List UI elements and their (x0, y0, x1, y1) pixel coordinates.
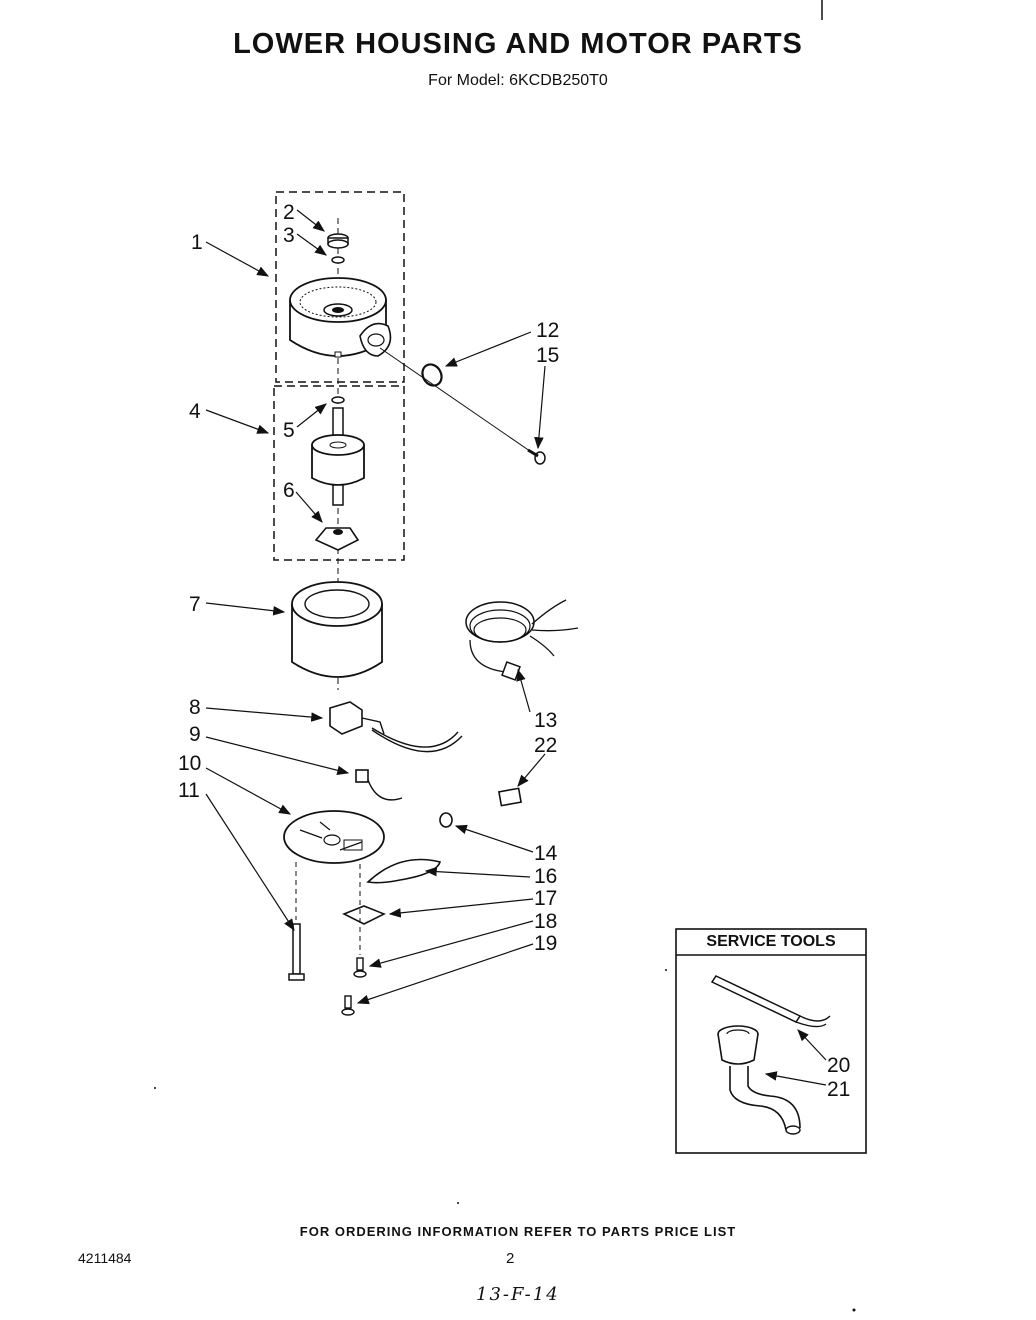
callout-7: 7 (189, 593, 201, 616)
power-cord-part (465, 599, 579, 681)
callout-12: 12 (536, 319, 559, 342)
callout-20: 20 (827, 1054, 850, 1077)
callout-14: 14 (534, 842, 558, 865)
leader-arrows (205, 209, 546, 1005)
washer-part (331, 256, 345, 264)
bearing-part (327, 233, 349, 249)
callout-9: 9 (189, 723, 201, 746)
plate-screw-part (353, 957, 367, 978)
callout-17: 17 (534, 887, 557, 910)
page-title: LOWER HOUSING AND MOTOR PARTS (233, 28, 803, 60)
cord-clamp-part (439, 812, 453, 828)
callout-10: 10 (178, 752, 201, 775)
wire-nut-part (498, 787, 522, 807)
service-leaders (764, 1029, 827, 1086)
callout-3: 3 (283, 224, 295, 247)
handwritten-note: 13-F-14 (476, 1284, 560, 1305)
callout-15: 15 (536, 344, 559, 367)
callout-11: 11 (178, 779, 200, 802)
callout-18: 18 (534, 910, 557, 933)
service-tools-title: SERVICE TOOLS (706, 933, 836, 950)
wrench-tool (710, 975, 831, 1028)
speck (665, 969, 667, 971)
rotor-assembly-box (273, 385, 405, 561)
page-number: 2 (506, 1250, 515, 1267)
document-number: 4211484 (78, 1250, 132, 1266)
switch-part (329, 701, 463, 753)
model-subtitle: For Model: 6KCDB250T0 (428, 72, 608, 89)
screw-part (527, 448, 546, 465)
bottom-plate-part (283, 810, 385, 864)
speck (154, 1087, 156, 1089)
callout-22: 22 (534, 734, 557, 757)
drain-tool (717, 1025, 801, 1135)
callout-6: 6 (283, 479, 295, 502)
speck (457, 1202, 459, 1204)
callout-16: 16 (534, 865, 557, 888)
lower-housing-part (289, 277, 392, 358)
label-part (342, 905, 386, 925)
ordering-info: FOR ORDERING INFORMATION REFER TO PARTS … (299, 1224, 737, 1239)
callout-8: 8 (189, 696, 201, 719)
speck (852, 1308, 856, 1312)
gasket-part (421, 363, 443, 387)
rotor-washer-part (331, 396, 345, 404)
callout-2: 2 (283, 201, 295, 224)
service-tools-box (675, 928, 867, 1154)
stator-part (291, 581, 383, 678)
callout-4: 4 (189, 400, 201, 423)
lower-bearing-part (314, 527, 360, 551)
connector-part (355, 769, 403, 801)
long-bolt-part (288, 923, 305, 981)
screw-axis (379, 347, 541, 459)
ground-screw-part (341, 995, 355, 1016)
callout-5: 5 (283, 419, 295, 442)
callout-21: 21 (827, 1078, 850, 1101)
callout-1: 1 (191, 231, 203, 254)
housing-assembly-box (275, 191, 405, 383)
callout-19: 19 (534, 932, 557, 955)
rotor-part (311, 407, 365, 506)
callout-13: 13 (534, 709, 557, 732)
